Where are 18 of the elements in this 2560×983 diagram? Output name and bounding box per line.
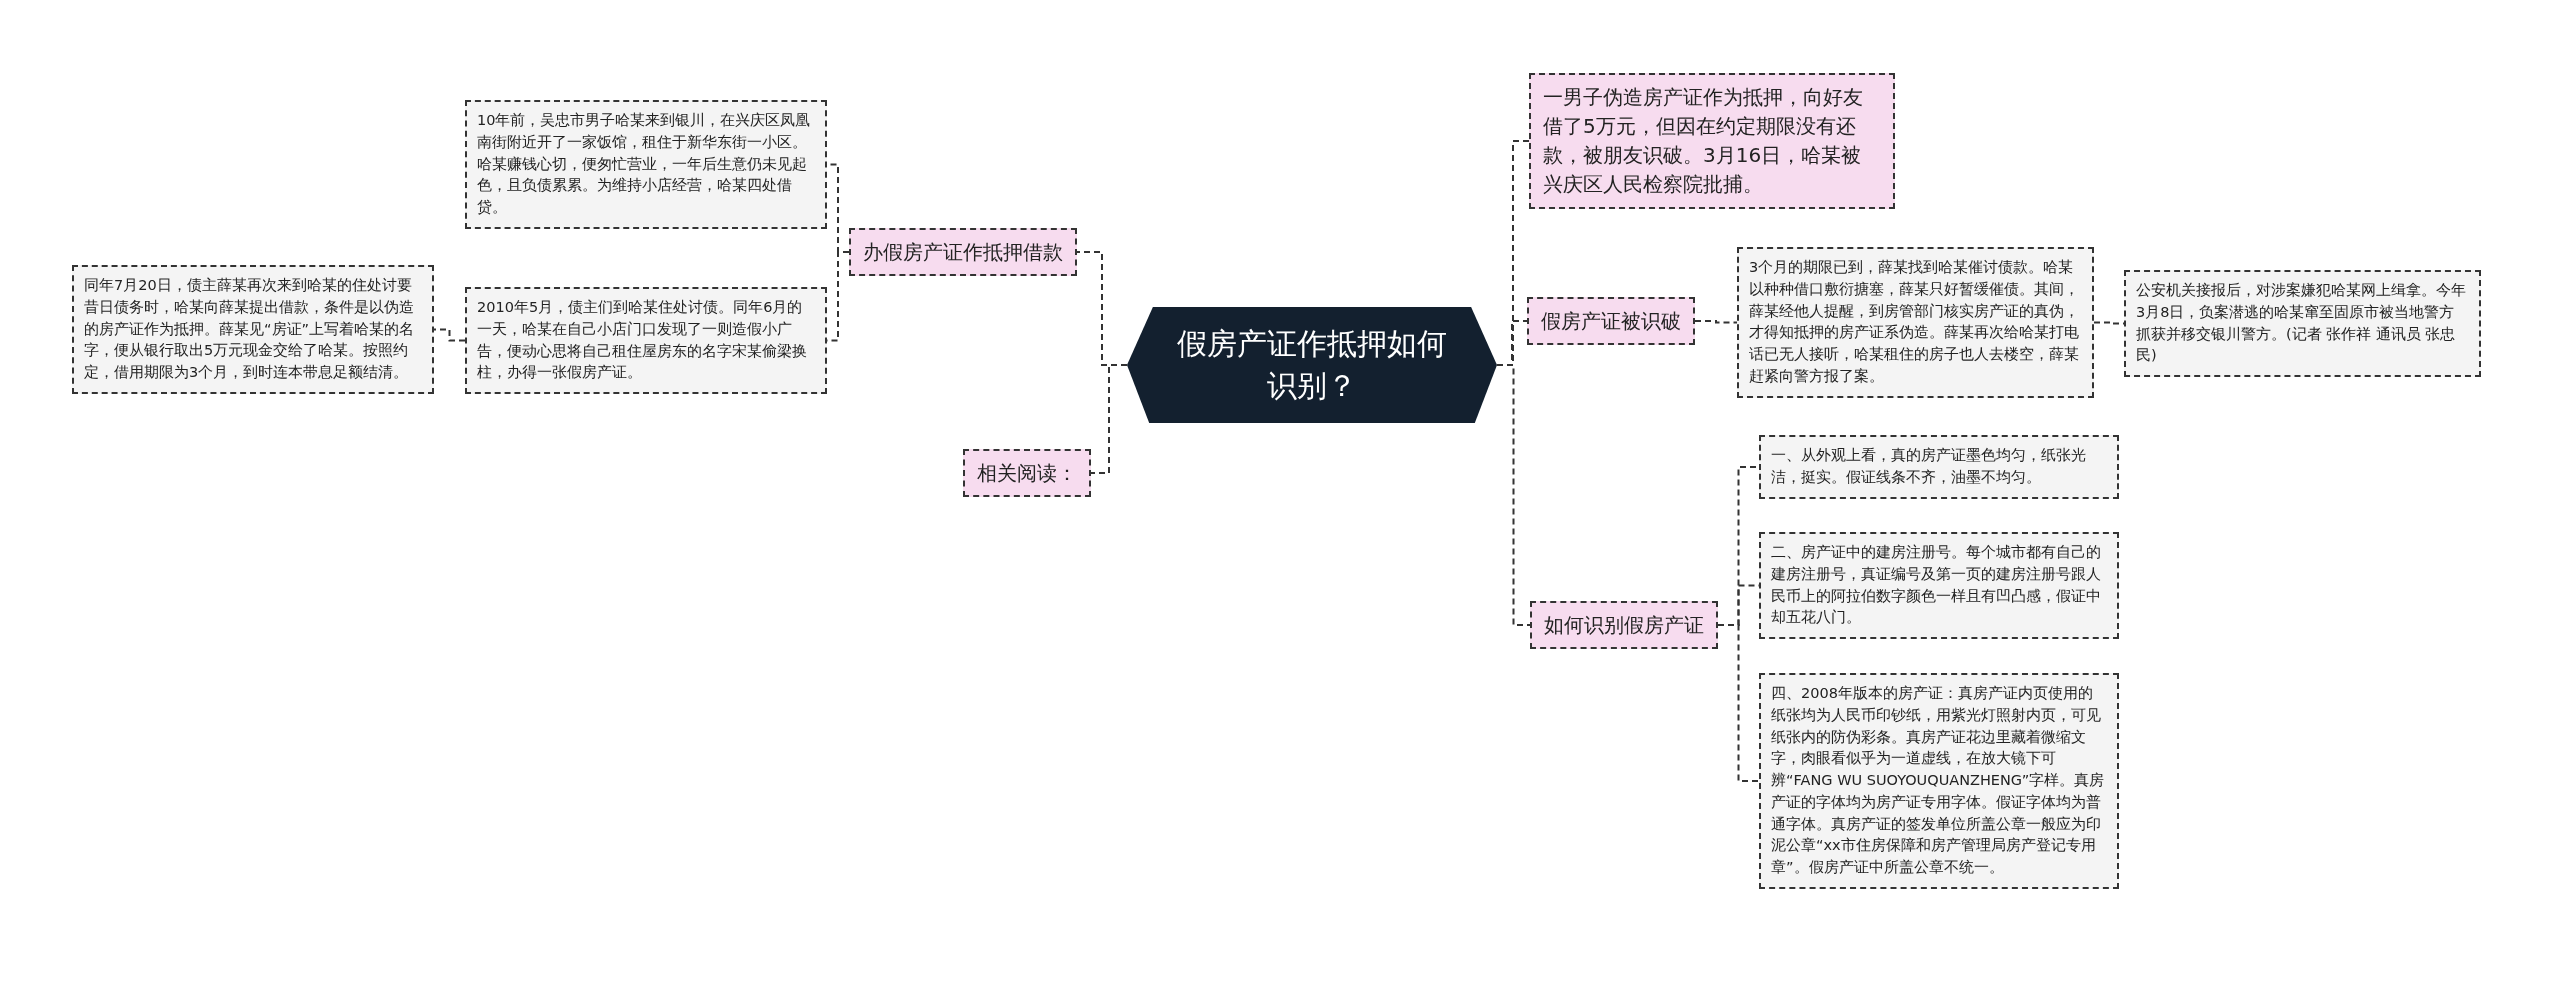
connector bbox=[1090, 364, 1128, 474]
central-topic: 假房产证作抵押如何识别？ bbox=[1127, 307, 1497, 423]
note-box: 3个月的期限已到，薛某找到哈某催讨债款。哈某以种种借口敷衍搪塞，薛某只好暂缓催债。其间，薛某经他人提醒，到房管部门核实房产证的真伪，才得知抵押的房产证系伪造。薛某再次给哈某打电话已无人接听，哈某租住的房子也人去楼空，薛某赶紧向警方报了案。 bbox=[1737, 247, 2094, 398]
topic-box: 办假房产证作抵押借款 bbox=[849, 228, 1077, 276]
note-box: 2010年5月，债主们到哈某住处讨债。同年6月的一天，哈某在自己小店门口发现了一则造假小广告，便动心思将自己租住屋房东的名字宋某偷梁换柱，办得一张假房产证。 bbox=[465, 287, 827, 394]
topic-box: 如何识别假房产证 bbox=[1530, 601, 1718, 649]
topic-box: 假房产证被识破 bbox=[1527, 297, 1695, 345]
note-box: 公安机关接报后，对涉案嫌犯哈某网上缉拿。今年3月8日，负案潜逃的哈某窜至固原市被当地警方抓获并移交银川警方。(记者 张作祥 通讯员 张忠民) bbox=[2124, 270, 2481, 377]
note-box: 10年前，吴忠市男子哈某来到银川，在兴庆区凤凰南街附近开了一家饭馆，租住于新华东街一小区。哈某赚钱心切，便匆忙营业，一年后生意仍未见起色，且负债累累。为维持小店经营，哈某四处借贷。 bbox=[465, 100, 827, 229]
topic-box: 相关阅读： bbox=[963, 449, 1091, 497]
note-box: 一、从外观上看，真的房产证墨色均匀，纸张光洁，挺实。假证线条不齐，油墨不均匀。 bbox=[1759, 435, 2119, 499]
note-box: 同年7月20日，债主薛某再次来到哈某的住处讨要昔日债务时，哈某向薛某提出借款，条件是以伪造的房产证作为抵押。薛某见“房证”上写着哈某的名字，便从银行取出5万元现金交给了哈某。按照约定，借用期限为3个月，到时连本带息足额结清。 bbox=[72, 265, 434, 394]
connector bbox=[1694, 320, 1738, 324]
note-box: 二、房产证中的建房注册号。每个城市都有自己的建房注册号，真证编号及第一页的建房注册号跟人民币上的阿拉伯数字颜色一样且有凹凸感，假证中却五花八门。 bbox=[1759, 532, 2119, 639]
connector bbox=[1717, 624, 1760, 782]
topic-box: 一男子伪造房产证作为抵押，向好友借了5万元，但因在约定期限没有还款，被朋友识破。3月16日，哈某被兴庆区人民检察院批捕。 bbox=[1529, 73, 1895, 209]
connector bbox=[1496, 364, 1531, 626]
note-box: 四、2008年版本的房产证：真房产证内页使用的纸张均为人民币印钞纸，用紫光灯照射内页，可见纸张内的防伪彩条。真房产证花边里藏着微缩文字，肉眼看似乎为一道虚线，在放大镜下可辨“FANG WU SUOYOUQUANZHENG”字样。真房产证的字体均为房产证专用字体。假证字体均为普通字体。真房产证的签发单位所盖公章一般应为印泥公章“xx市住房保障和房产管理局房产登记专用章”。假房产证中所盖公章不统一。 bbox=[1759, 673, 2119, 889]
